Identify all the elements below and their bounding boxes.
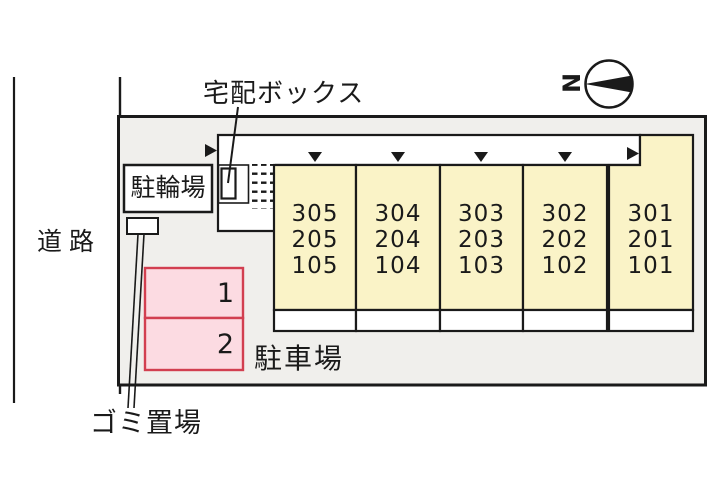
north-label: N	[558, 72, 586, 94]
down-triangle-icon	[474, 152, 488, 162]
room-number: 304	[374, 201, 422, 227]
balcony-304	[354, 308, 442, 333]
room-number: 301	[627, 201, 675, 227]
parking-space-2-box	[143, 316, 245, 372]
unit-column-303	[438, 163, 525, 312]
delivery-box-leader-line	[227, 106, 239, 184]
north-arrow-icon	[585, 75, 632, 93]
unit-column-305	[272, 163, 358, 312]
parking-space-2-number: 2	[216, 328, 234, 360]
down-triangle-icon	[308, 152, 322, 162]
room-number: 102	[541, 253, 589, 279]
balcony-303	[438, 308, 525, 333]
balcony-305	[272, 308, 358, 333]
parking-lot-label: 駐車場	[254, 342, 345, 375]
room-number: 101	[627, 253, 675, 279]
right-triangle-icon	[627, 147, 639, 160]
garbage-leader-line	[127, 233, 139, 409]
room-number: 203	[458, 227, 505, 253]
right-triangle-icon	[205, 144, 217, 157]
unit-rooms-305: 305 205 105	[274, 201, 356, 279]
room-number: 201	[627, 227, 675, 253]
room-number: 302	[541, 201, 589, 227]
room-number: 105	[291, 253, 339, 279]
unit-column-302	[521, 163, 609, 312]
unit-rooms-302: 302 202 102	[523, 201, 607, 279]
bicycle-parking-label: 駐輪場	[130, 173, 206, 202]
down-triangle-icon	[558, 152, 572, 162]
unit-rooms-303: 303 203 103	[440, 201, 523, 279]
down-triangle-icon	[391, 152, 405, 162]
room-number: 305	[291, 201, 339, 227]
room-number: 205	[291, 227, 339, 253]
room-number: 202	[541, 227, 589, 253]
balcony-301	[607, 308, 695, 333]
garbage-area-label: ゴミ置場	[90, 408, 202, 439]
delivery-box-label: 宅配ボックス	[203, 79, 365, 109]
bicycle-parking-box	[122, 163, 214, 214]
unit-rooms-301: 301 201 101	[609, 201, 693, 279]
room-number: 103	[458, 253, 505, 279]
balcony-302	[521, 308, 609, 333]
garbage-leader-line	[133, 233, 145, 409]
room-number: 204	[374, 227, 422, 253]
room-number: 104	[374, 253, 422, 279]
unit-rooms-304: 304 204 104	[356, 201, 440, 279]
garbage-area-box	[126, 217, 159, 235]
delivery-box	[220, 167, 237, 200]
road-label: 道路	[37, 227, 102, 256]
room-number: 303	[458, 201, 505, 227]
parking-space-1-number: 1	[216, 277, 234, 309]
stairs-hatching	[250, 164, 273, 209]
parking-space-1-box	[143, 266, 245, 320]
